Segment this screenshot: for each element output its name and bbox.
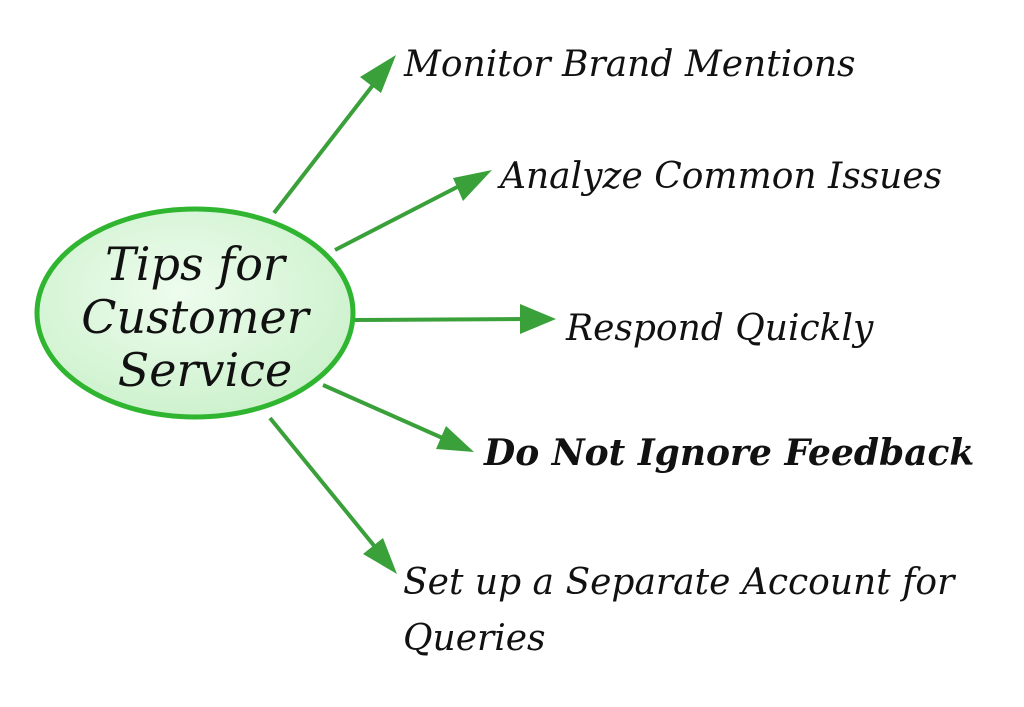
arrows: [268, 55, 556, 574]
tip-1-label: Monitor Brand Mentions: [403, 44, 856, 85]
tip-4-label: Do Not Ignore Feedback: [483, 432, 974, 474]
arrow-to-tip-1: [272, 55, 396, 215]
center-ellipse: [34, 206, 356, 420]
arrow-to-tip-3: [354, 304, 556, 334]
tip-3-label: Respond Quickly: [565, 308, 874, 349]
tip-2-label: Analyze Common Issues: [497, 156, 942, 197]
center-line-3: Service: [118, 343, 292, 397]
center-line-1: Tips for: [105, 237, 288, 291]
arrow-to-tip-2: [334, 170, 492, 252]
tip-5-label-line-2: Queries: [403, 618, 546, 659]
arrow-to-tip-5: [268, 416, 397, 574]
arrow-to-tip-4: [322, 383, 474, 452]
tip-5-label-line-1: Set up a Separate Account for: [403, 562, 956, 603]
center-line-2: Customer: [81, 290, 311, 344]
center-node: Tips for Customer Service: [34, 206, 356, 420]
tip-labels: Monitor Brand Mentions Analyze Common Is…: [403, 44, 974, 659]
